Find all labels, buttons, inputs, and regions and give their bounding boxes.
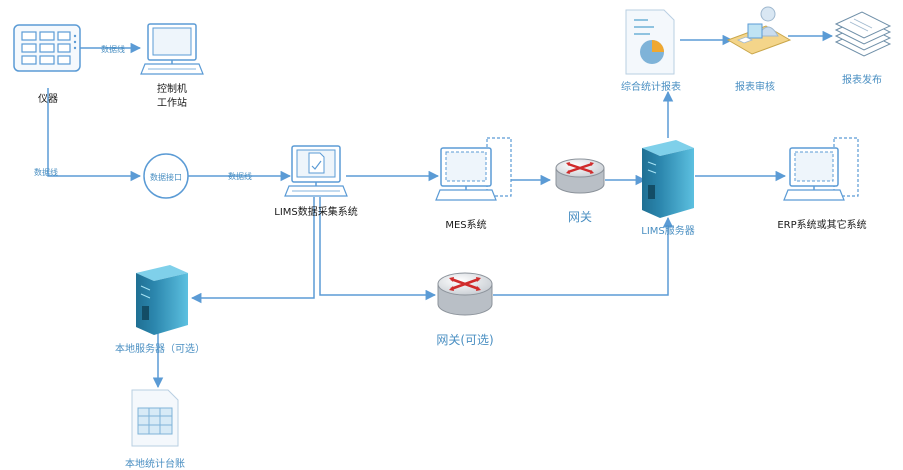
lims-server-label: LIMS服务器 — [641, 226, 695, 237]
local-ledger-label: 本地统计台账 — [125, 459, 185, 470]
control-pc-label-line2: 工作站 — [157, 98, 187, 109]
stats-report-label: 综合统计报表 — [621, 82, 681, 93]
cable-label-interface-lims: 数据线 — [228, 172, 252, 181]
stats-report-icon — [625, 9, 675, 75]
gateway-router-icon — [555, 158, 605, 194]
data-interface-label: 数据接口 — [150, 173, 182, 182]
local-server-label: 本地服务器（可选） — [115, 344, 205, 355]
report-review-icon — [726, 6, 792, 55]
mes-label: MES系统 — [445, 220, 487, 231]
instrument-icon — [13, 24, 81, 72]
report-review-label: 报表审核 — [735, 82, 775, 93]
report-publish-label: 报表发布 — [842, 75, 882, 86]
edge-lims-collect-gateway-optional — [319, 197, 437, 301]
local-server-icon — [136, 265, 188, 335]
erp-label: ERP系统或其它系统 — [777, 220, 867, 231]
local-ledger-icon — [131, 389, 179, 447]
cable-label-instrument-pc: 数据线 — [101, 45, 125, 54]
edge-lims-collect-local-server — [190, 197, 315, 304]
lims-server-icon — [642, 140, 694, 218]
edge-instrument-data-interface — [47, 88, 142, 182]
control-pc-label-line1: 控制机 — [157, 84, 187, 95]
gateway-optional-label: 网关(可选) — [436, 333, 494, 347]
report-publish-icon — [834, 11, 892, 57]
gateway-optional-router-icon — [437, 272, 493, 316]
instrument-label: 仪器 — [38, 94, 58, 105]
edge-gateway-optional-lims-server — [493, 216, 674, 296]
connectors — [47, 30, 834, 389]
mes-icon — [435, 137, 512, 201]
gateway-label: 网关 — [567, 210, 593, 224]
erp-icon — [783, 137, 859, 201]
lims-collect-icon — [284, 145, 348, 197]
cable-label-instrument-interface: 数据线 — [34, 168, 58, 177]
control-pc-icon — [140, 23, 204, 75]
lims-collect-label: LIMS数据采集系统 — [274, 207, 358, 218]
data-interface-icon — [143, 153, 189, 199]
